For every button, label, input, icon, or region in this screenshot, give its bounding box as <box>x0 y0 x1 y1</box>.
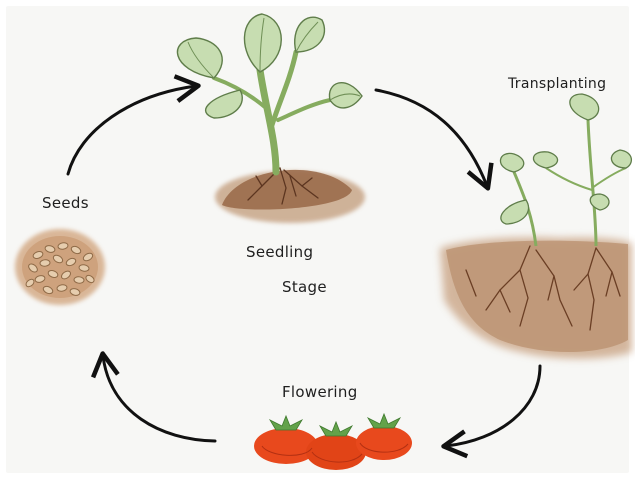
transplanting-label: Transplanting <box>508 76 606 92</box>
seeds-illustration <box>15 229 105 305</box>
seedling-stage-label-line2: Stage <box>282 278 327 296</box>
cycle-arrow-transplanting-to-flowering <box>446 366 540 446</box>
cycle-arrow-flowering-to-seeds <box>103 356 215 441</box>
transplanting-illustration <box>440 94 632 359</box>
flowering-illustration <box>254 414 412 470</box>
cycle-arrow-seedling-to-transplanting <box>376 90 487 186</box>
flowering-label: Flowering <box>282 383 358 401</box>
seeds-label: Seeds <box>42 194 89 212</box>
cycle-arrow-seeds-to-seedling <box>68 86 196 174</box>
seedling-stage-label-line1: Seedling <box>246 243 313 261</box>
seedling-illustration <box>177 14 365 223</box>
